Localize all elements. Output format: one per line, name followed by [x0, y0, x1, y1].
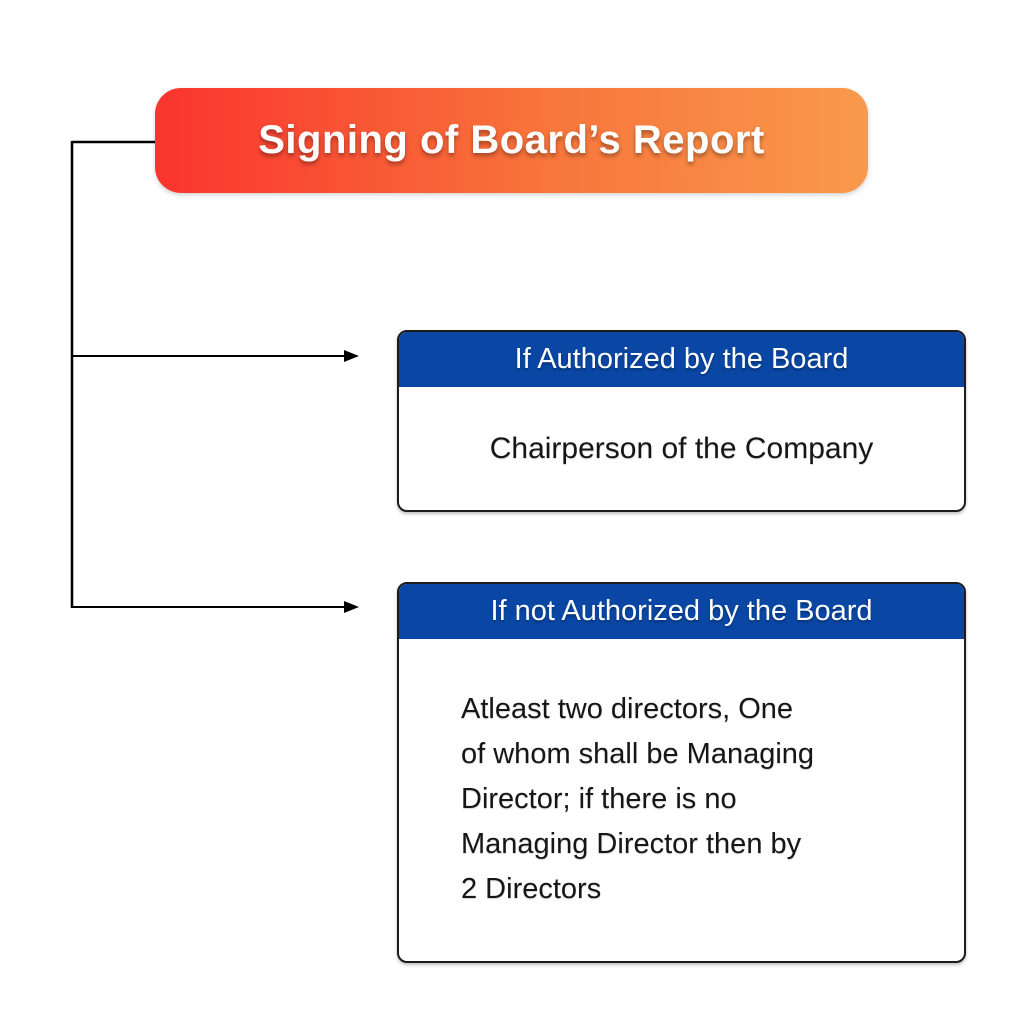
- node-authorized-header: If Authorized by the Board: [399, 332, 964, 387]
- node-not-authorized-by-board: If not Authorized by the Board Atleast t…: [397, 582, 966, 963]
- diagram-title: Signing of Board’s Report: [258, 118, 765, 162]
- node-not-authorized-header: If not Authorized by the Board: [399, 584, 964, 639]
- body-line: 2 Directors: [461, 873, 602, 905]
- node-authorized-by-board: If Authorized by the Board Chairperson o…: [397, 330, 966, 512]
- body-line: Managing Director then by: [461, 828, 802, 860]
- connector-arrow-1-head: [344, 350, 359, 362]
- node-authorized-header-label: If Authorized by the Board: [514, 343, 849, 375]
- node-authorized-body: Chairperson of the Company: [399, 387, 964, 510]
- body-line: of whom shall be Managing: [461, 738, 815, 770]
- body-line: Director; if there is no: [461, 783, 737, 815]
- title-banner: Signing of Board’s Report: [155, 88, 868, 193]
- connector-arrow-2-head: [344, 601, 359, 613]
- node-authorized-body-text: Chairperson of the Company: [489, 431, 874, 465]
- node-not-authorized-body: Atleast two directors, One of whom shall…: [399, 639, 964, 912]
- node-not-authorized-header-label: If not Authorized by the Board: [490, 595, 873, 627]
- body-line: Atleast two directors, One: [461, 693, 794, 725]
